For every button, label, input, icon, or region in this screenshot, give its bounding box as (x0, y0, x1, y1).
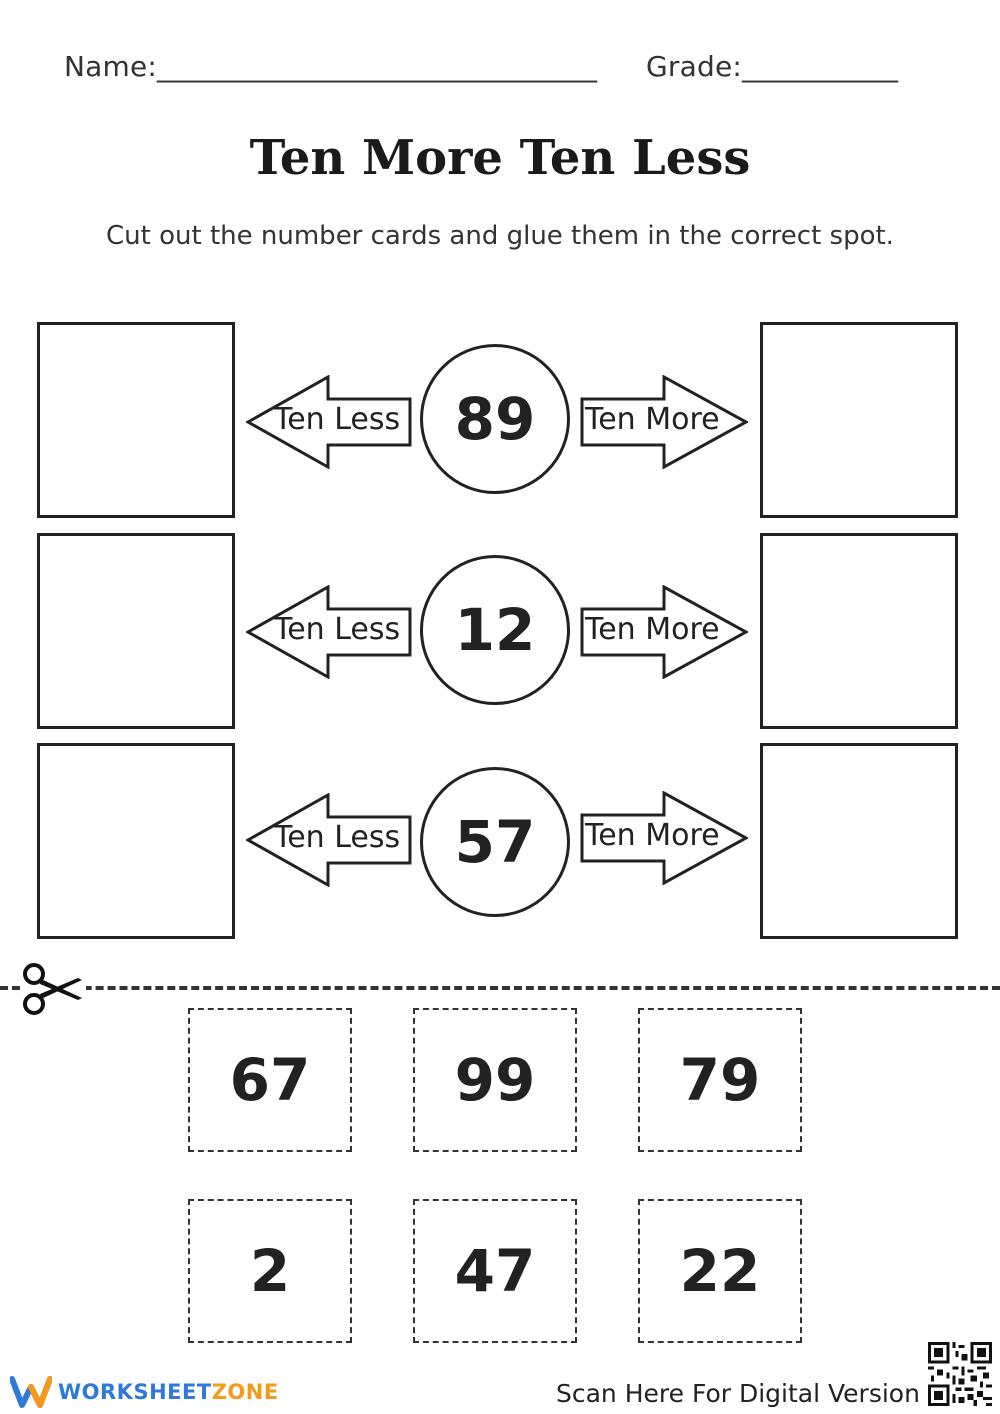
ten-less-answer-box-1 (37, 322, 235, 518)
name-field: Name:_______________________________ (64, 50, 598, 83)
cut-line (0, 986, 1000, 990)
grade-field: Grade:___________ (646, 50, 899, 83)
right-arrow-icon (580, 375, 748, 469)
number-card[interactable]: 79 (638, 1008, 802, 1152)
ten-more-arrow-3: Ten More (580, 791, 748, 885)
ten-less-label: Ten Less (274, 612, 401, 647)
number-card[interactable]: 99 (413, 1008, 577, 1152)
ten-less-answer-box-3 (37, 743, 235, 939)
ten-less-label: Ten Less (274, 820, 401, 855)
center-number-circle-2: 12 (420, 555, 570, 705)
number-card[interactable]: 2 (188, 1199, 352, 1343)
ten-more-arrow-2: Ten More (580, 585, 748, 679)
page-title: Ten More Ten Less (249, 130, 751, 186)
worksheetzone-logo[interactable]: WORKSHEETZONE (10, 1374, 279, 1410)
scan-instruction: Scan Here For Digital Version (556, 1379, 920, 1408)
number-card[interactable]: 22 (638, 1199, 802, 1343)
ten-more-label: Ten More (585, 402, 720, 437)
ten-less-arrow-2: Ten Less (246, 585, 414, 679)
brand-name-part1: WORKSHEET (58, 1380, 212, 1404)
right-arrow-icon (580, 791, 748, 885)
number-card[interactable]: 67 (188, 1008, 352, 1152)
center-number-circle-3: 57 (420, 767, 570, 917)
qr-code-icon[interactable] (928, 1342, 992, 1406)
ten-more-answer-box-3 (760, 743, 958, 939)
ten-more-label: Ten More (585, 612, 720, 647)
center-number-circle-1: 89 (420, 344, 570, 494)
ten-less-label: Ten Less (274, 402, 401, 437)
right-arrow-icon (580, 585, 748, 679)
ten-more-label: Ten More (585, 818, 720, 853)
number-card[interactable]: 47 (413, 1199, 577, 1343)
scissors-icon (20, 963, 86, 1015)
worksheetzone-logo-icon (10, 1376, 52, 1408)
ten-more-answer-box-1 (760, 322, 958, 518)
brand-name-part2: ZONE (211, 1380, 279, 1404)
ten-more-answer-box-2 (760, 533, 958, 729)
ten-less-arrow-1: Ten Less (246, 375, 414, 469)
instructions-text: Cut out the number cards and glue them i… (106, 221, 894, 251)
ten-less-answer-box-2 (37, 533, 235, 729)
ten-more-arrow-1: Ten More (580, 375, 748, 469)
ten-less-arrow-3: Ten Less (246, 793, 414, 887)
left-arrow-icon (246, 793, 412, 887)
brand-name: WORKSHEETZONE (58, 1380, 279, 1404)
left-arrow-icon (246, 585, 412, 679)
left-arrow-icon (246, 375, 412, 469)
